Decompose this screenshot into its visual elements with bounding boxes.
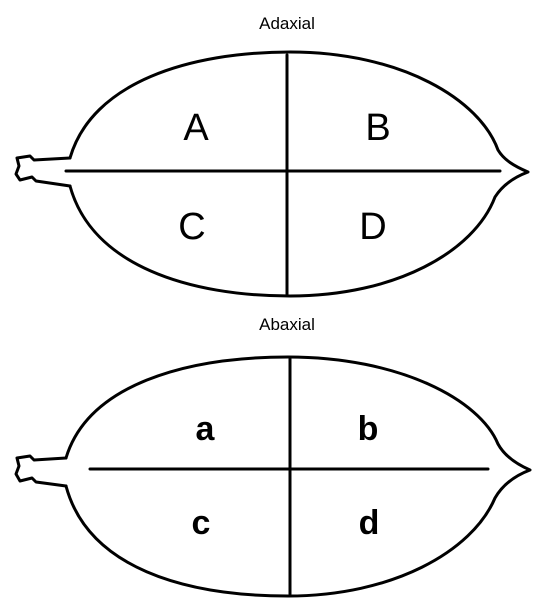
abaxial-quadrant-d: d — [359, 504, 380, 542]
abaxial-label: Abaxial — [259, 315, 315, 334]
adaxial-label: Adaxial — [259, 14, 315, 33]
adaxial-petiole — [14, 154, 72, 188]
adaxial-quadrant-c: C — [178, 206, 205, 248]
adaxial-quadrant-d: D — [359, 206, 386, 248]
adaxial-leaf-outline — [68, 50, 530, 298]
adaxial-leaf: A B C D — [14, 50, 530, 298]
adaxial-quadrant-b: B — [365, 107, 390, 149]
abaxial-leaf: a b c d — [14, 355, 532, 598]
abaxial-quadrant-b: b — [358, 410, 379, 448]
abaxial-petiole — [14, 454, 68, 488]
adaxial-quadrant-a: A — [183, 107, 209, 149]
abaxial-quadrant-c: c — [192, 504, 211, 542]
abaxial-quadrant-a: a — [196, 410, 216, 448]
abaxial-leaf-outline — [64, 355, 532, 598]
